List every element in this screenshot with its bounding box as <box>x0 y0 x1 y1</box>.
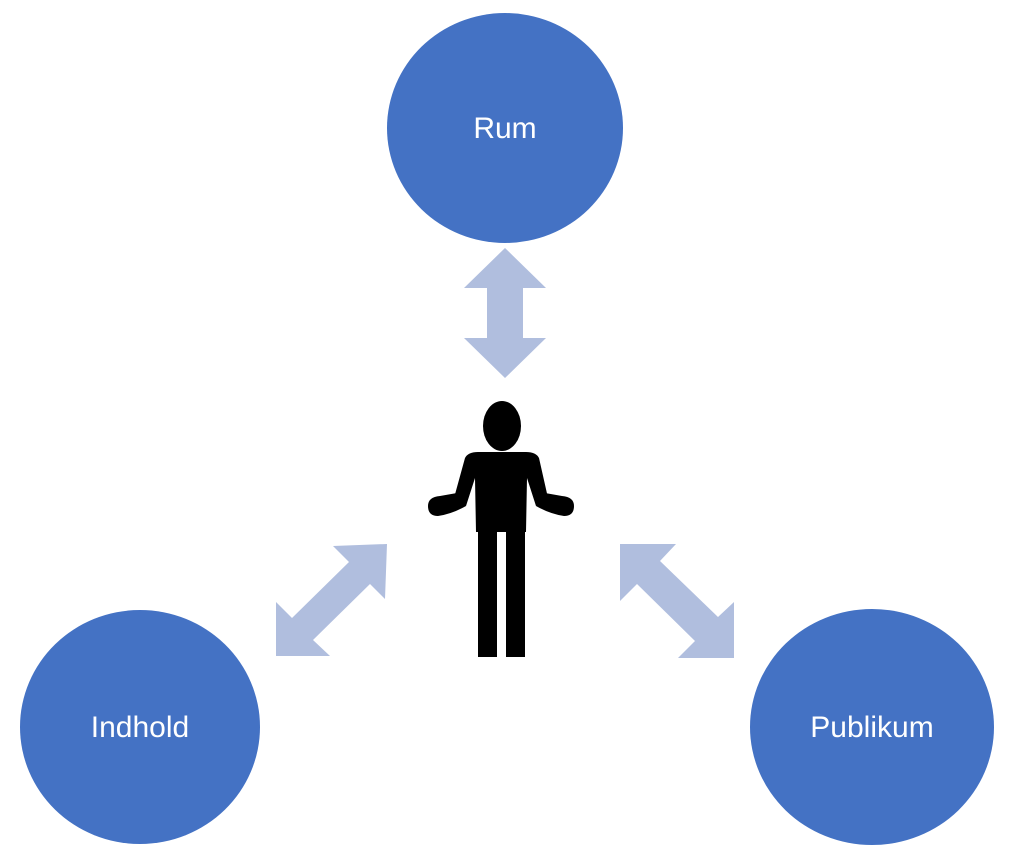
double-arrow-top <box>464 248 546 378</box>
node-indhold-label: Indhold <box>91 711 189 744</box>
node-rum-circle <box>387 13 623 243</box>
node-publikum: Publikum <box>750 609 994 845</box>
double-arrow-right <box>620 544 734 658</box>
double-arrow-left <box>276 544 387 656</box>
node-rum-label: Rum <box>473 112 536 145</box>
node-publikum-label: Publikum <box>810 711 933 744</box>
node-rum: Rum <box>387 13 623 243</box>
node-indhold: Indhold <box>20 610 260 844</box>
node-indhold-circle <box>20 610 260 844</box>
person-icon <box>428 401 574 657</box>
node-publikum-circle <box>750 609 994 845</box>
